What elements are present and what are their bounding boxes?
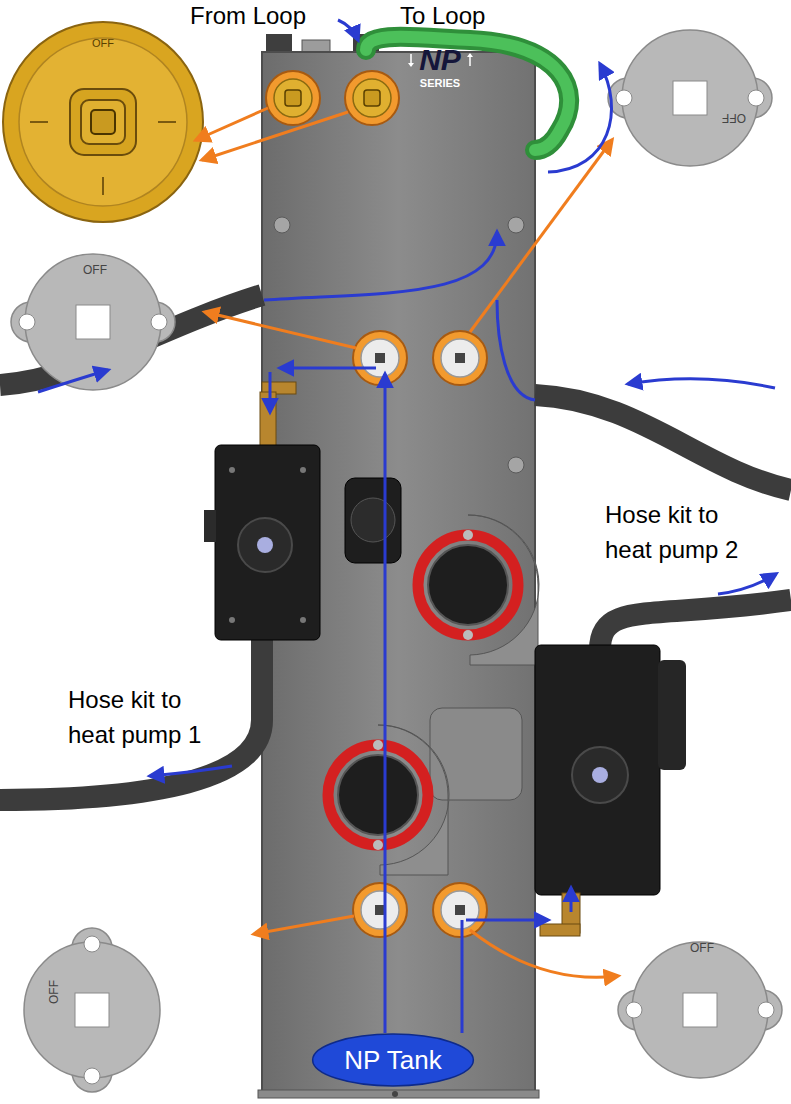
tank-ellipse: NP Tank — [311, 1033, 475, 1087]
pipe-label: To Loop — [400, 2, 485, 31]
hose-kit-label: Hose kit to heat pump 1 — [68, 683, 228, 753]
plate-marking: OFF — [83, 263, 107, 277]
tank-label: NP Tank — [344, 1045, 441, 1076]
plate-marking: OFF — [690, 941, 714, 955]
logo-text: NP — [419, 42, 461, 78]
pipe-label: From Loop — [190, 2, 306, 31]
plate-marking: OFF — [47, 980, 61, 1004]
logo-text: SERIES — [420, 77, 460, 90]
hose-kit-label: Hose kit to heat pump 2 — [605, 498, 770, 568]
handle-marking: OFF — [92, 37, 114, 50]
plate-marking: OFF — [722, 111, 746, 125]
